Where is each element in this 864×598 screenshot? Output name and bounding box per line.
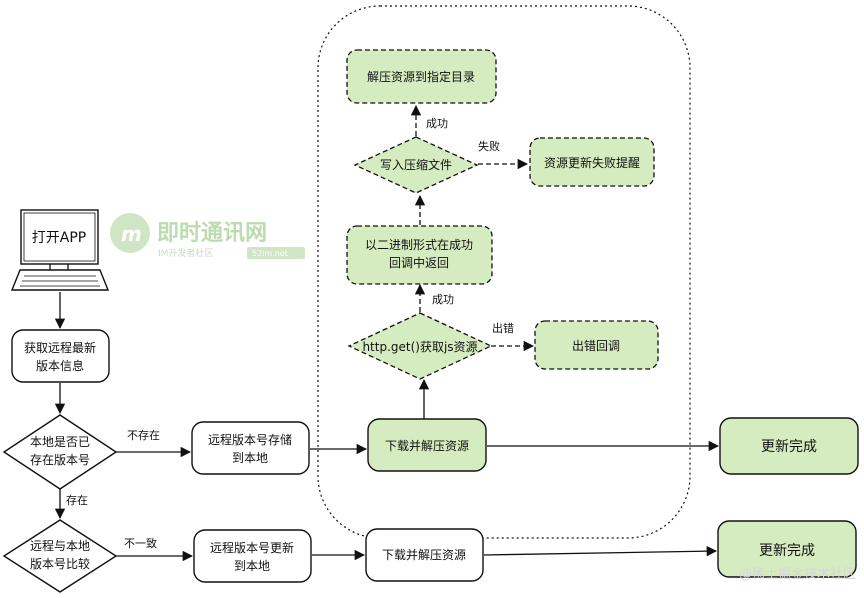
node-get-remote-version-line1: 获取远程最新 [24, 340, 96, 355]
node-local-version-exists [2, 414, 118, 490]
computer-icon [10, 209, 110, 291]
node-download-unzip-top [367, 418, 487, 472]
node-write-zip [353, 136, 479, 194]
node-write-zip-label: 写入压缩文件 [380, 157, 452, 172]
edge-download-to-done-bottom [483, 545, 718, 557]
edge-label-success-1: 成功 [432, 293, 454, 306]
node-update-done-bottom [717, 520, 857, 578]
watermark-tag: 52im.net [252, 249, 288, 258]
node-error-callback [534, 320, 659, 370]
watermark-title: 即时通讯网 [157, 221, 267, 246]
node-unzip-to-dir-label: 解压资源到指定目录 [367, 69, 475, 84]
node-update-fail [529, 137, 655, 187]
node-binary-callback-line1: 以二进制形式在成功 [365, 238, 473, 252]
edge-label-failed: 失败 [478, 139, 500, 153]
watermark-subtitle: IM开发者社区 [158, 247, 213, 259]
watermark-logo-icon: m [110, 213, 150, 253]
node-get-remote-version-line2: 版本信息 [36, 358, 84, 373]
node-update-version [193, 529, 312, 583]
edge-label-error: 出错 [492, 321, 514, 335]
edge-label-success-2: 成功 [426, 117, 448, 130]
node-local-version-exists-line2: 存在版本号 [30, 453, 90, 467]
node-update-done-top-label: 更新完成 [761, 439, 817, 455]
footer-credit: @稀土掘金技术社区 [739, 566, 856, 582]
node-download-unzip-top-label: 下载并解压资源 [385, 439, 469, 453]
node-compare-versions-line2: 版本号比较 [30, 556, 90, 571]
node-binary-callback-line2: 回调中返回 [389, 255, 449, 270]
edge-label-exists: 存在 [66, 493, 88, 507]
node-compare-versions-line1: 远程与本地 [30, 538, 90, 553]
node-update-done-bottom-label: 更新完成 [759, 543, 815, 559]
edge-label-inconsistent: 不一致 [124, 536, 157, 550]
node-binary-callback [346, 225, 493, 285]
node-download-unzip-bottom-label: 下载并解压资源 [382, 548, 466, 562]
node-local-version-exists-line1: 本地是否已 [30, 435, 90, 449]
node-update-fail-label: 资源更新失败提醒 [544, 155, 640, 170]
node-update-done-top [719, 417, 859, 475]
node-http-get [347, 312, 493, 380]
node-update-version-line2: 到本地 [234, 559, 270, 573]
node-compare-versions [2, 519, 118, 593]
open-app-label: 打开APP [32, 229, 86, 246]
node-unzip-to-dir [346, 49, 497, 104]
svg-text:m: m [121, 222, 142, 246]
node-update-version-line1: 远程版本号更新 [210, 540, 294, 555]
node-store-version-line2: 到本地 [232, 451, 268, 465]
node-download-unzip-bottom [365, 528, 484, 582]
node-error-callback-label: 出错回调 [572, 339, 620, 353]
node-http-get-label: http.get()获取js资源 [362, 340, 477, 354]
edge-label-not-exists: 不存在 [127, 428, 160, 442]
node-store-version [191, 421, 310, 475]
node-store-version-line1: 远程版本号存储 [208, 432, 292, 447]
node-get-remote-version [11, 329, 110, 383]
watermark: m 即时通讯网 IM开发者社区 52im.net [110, 213, 305, 259]
